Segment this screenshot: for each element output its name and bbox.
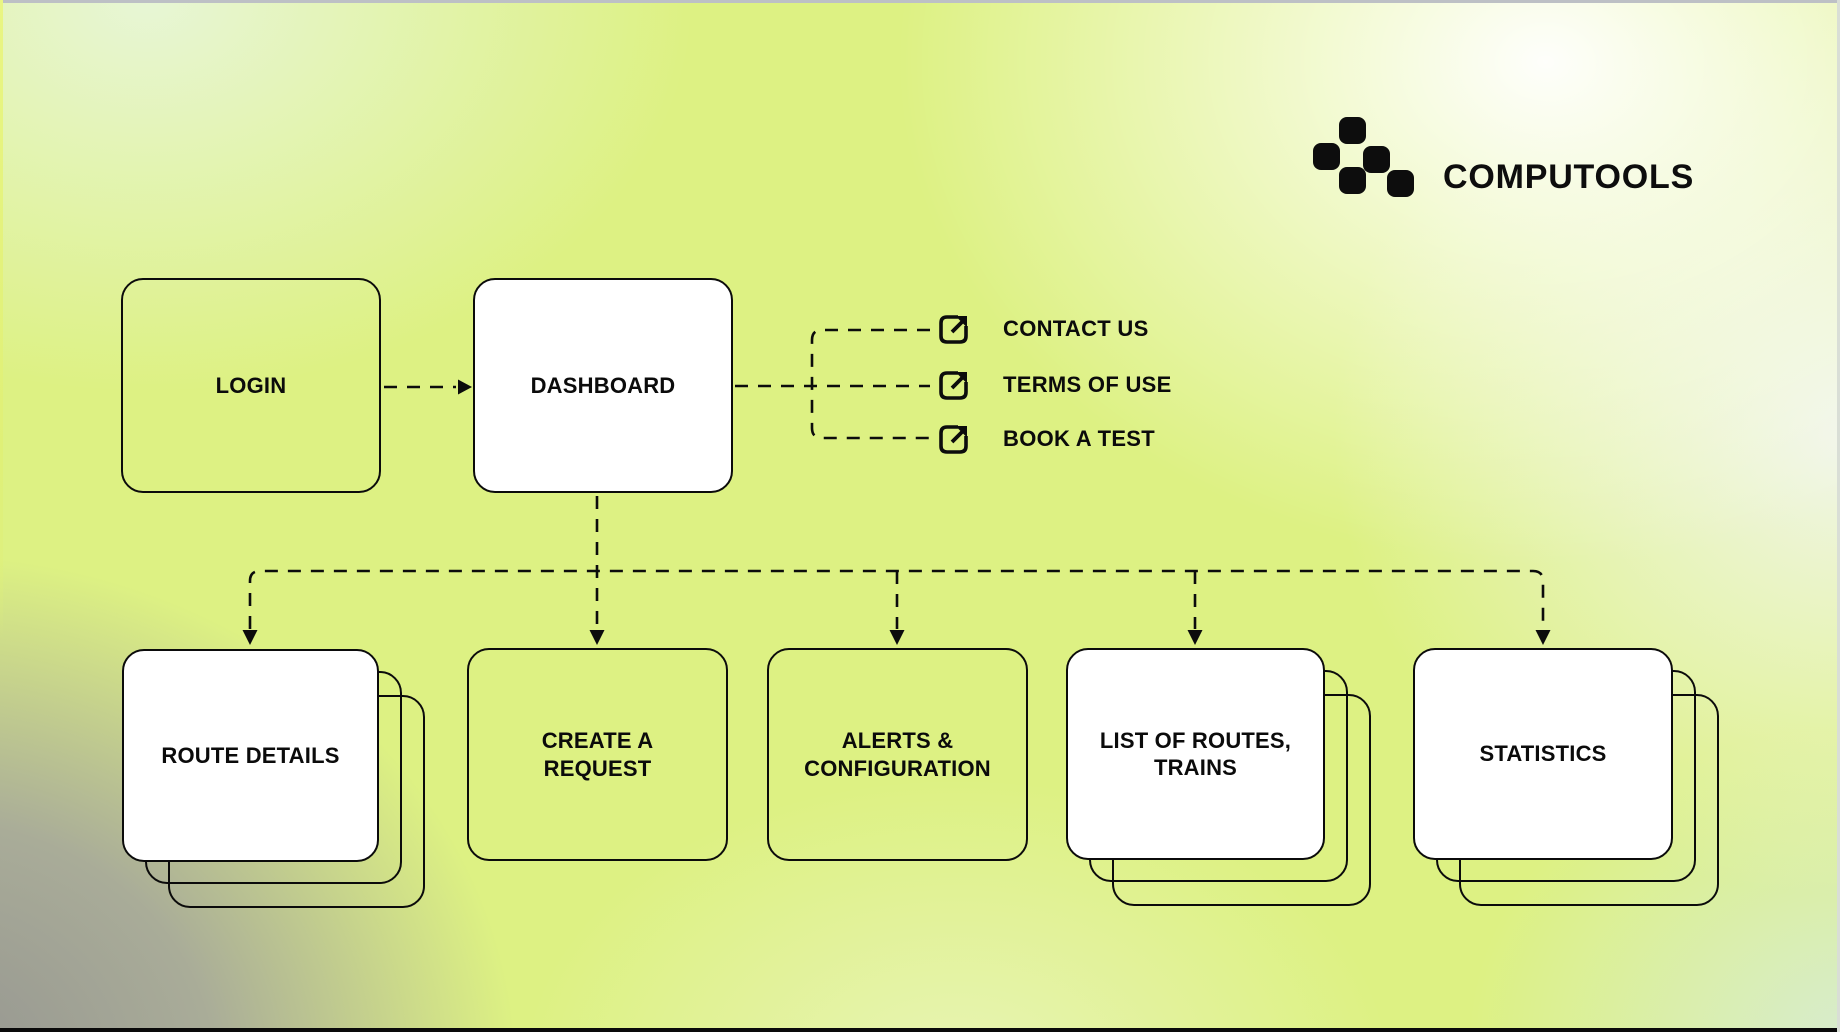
link-contact-us-label: CONTACT US [1003, 316, 1149, 341]
node-create-request: CREATE A REQUEST [467, 648, 728, 861]
node-statistics: STATISTICS [1413, 648, 1673, 860]
frame-edge-left [0, 0, 3, 640]
link-terms-of-use-label: TERMS OF USE [1003, 372, 1172, 397]
node-route-details-label: ROUTE DETAILS [161, 742, 340, 768]
arrowhead-dashboard [458, 379, 472, 395]
frame-edge-bottom [0, 1028, 1840, 1032]
link-contact-us[interactable]: CONTACT US [935, 310, 1149, 348]
external-link-icon [939, 425, 968, 454]
brand-wordmark: COMPUTOOLS [1443, 158, 1695, 196]
brand: COMPUTOOLS [1313, 117, 1694, 199]
node-list-of-routes-trains-label: LIST OF ROUTES, TRAINS [1099, 727, 1292, 781]
node-statistics-label: STATISTICS [1479, 741, 1607, 767]
frame-edge-right [1837, 0, 1840, 1032]
node-login: LOGIN [121, 278, 381, 493]
arrowhead-alerts [889, 630, 905, 645]
node-dashboard-label: DASHBOARD [530, 372, 676, 398]
computools-logo-icon [1313, 117, 1414, 197]
node-create-request-label: CREATE A REQUEST [541, 728, 654, 781]
node-login-label: LOGIN [215, 372, 287, 398]
arrowhead-route-details [242, 630, 258, 645]
link-book-a-test[interactable]: BOOK A TEST [935, 420, 1155, 458]
node-dashboard: DASHBOARD [473, 278, 733, 493]
link-terms-of-use[interactable]: TERMS OF USE [935, 366, 1172, 404]
connector-links-bracket [810, 328, 930, 440]
node-alerts-configuration-label: ALERTS & CONFIGURATION [804, 728, 991, 781]
connector-tree-rail [248, 569, 1545, 629]
node-alerts-configuration: ALERTS & CONFIGURATION [767, 648, 1028, 861]
frame-edge-top [0, 0, 1840, 3]
external-link-icon [939, 371, 968, 400]
external-link-icon [939, 315, 968, 344]
arrowhead-create-request [589, 630, 605, 645]
link-book-a-test-label: BOOK A TEST [1003, 426, 1156, 451]
arrowhead-routes-trains [1187, 630, 1203, 645]
node-list-of-routes-trains: LIST OF ROUTES, TRAINS [1066, 648, 1325, 860]
node-route-details: ROUTE DETAILS [122, 649, 379, 862]
arrowhead-statistics [1535, 630, 1551, 645]
